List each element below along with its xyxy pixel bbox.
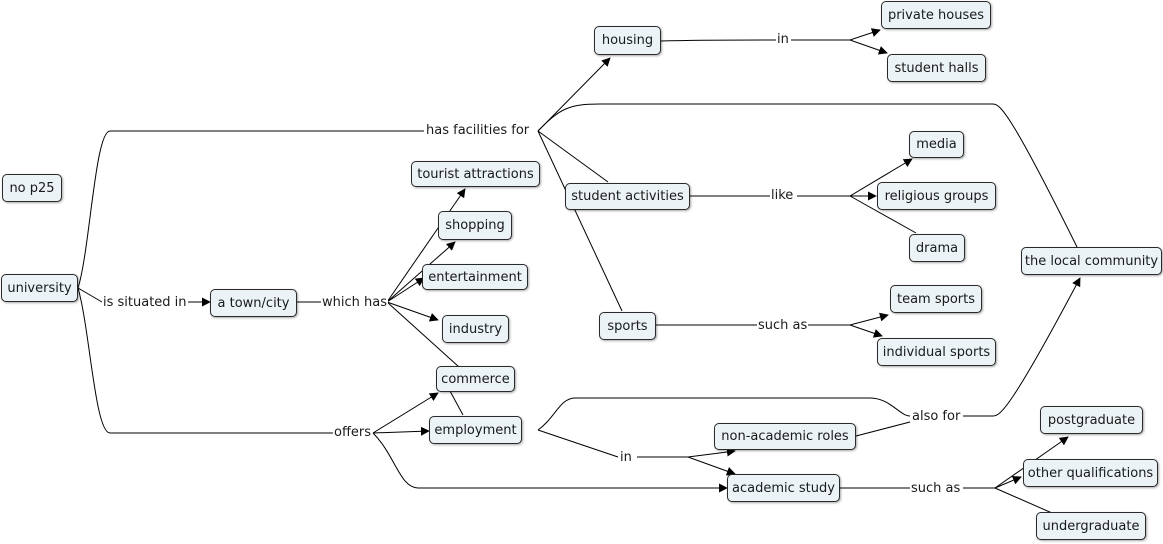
- link-like-drama: [849, 195, 917, 234]
- link-offers-commerce: [372, 392, 439, 434]
- concept-academic-study[interactable]: academic study: [727, 474, 840, 502]
- link-offers-employment: [372, 426, 430, 436]
- concept-private-houses[interactable]: private houses: [881, 1, 991, 29]
- concept-shopping[interactable]: shopping: [438, 211, 512, 240]
- link-in-private: [791, 28, 881, 41]
- concept-the-local-community[interactable]: the local community: [1021, 247, 1162, 275]
- link-suchas-team: [807, 312, 889, 326]
- concept-industry[interactable]: industry: [442, 315, 509, 343]
- link-facilities-housing: [537, 57, 611, 132]
- link-facilities-community: [537, 103, 1078, 248]
- link-phrase-has-facilities-for: has facilities for: [425, 123, 531, 138]
- link-phrase-like: like: [770, 188, 795, 203]
- concept-media[interactable]: media: [909, 131, 964, 158]
- link-phrase-which-has: which has: [321, 295, 388, 310]
- concept-postgraduate[interactable]: postgraduate: [1040, 406, 1143, 434]
- link-housing-in: [660, 39, 778, 42]
- concept-student-halls[interactable]: student halls: [887, 54, 986, 82]
- concept-religious-groups[interactable]: religious groups: [877, 182, 996, 210]
- concept-university[interactable]: university: [1, 274, 78, 302]
- link-in-halls: [849, 39, 888, 55]
- concept-other-qualifications[interactable]: other qualifications: [1023, 459, 1158, 487]
- concept-commerce[interactable]: commerce: [436, 366, 515, 392]
- link-whichhas-industry: [386, 301, 439, 322]
- link-phrase-such-as-study: such as: [910, 481, 962, 496]
- link-offers-academic: [372, 432, 728, 493]
- link-in-nonacademic: [637, 447, 736, 458]
- concept-employment[interactable]: employment: [429, 416, 522, 444]
- link-phrase-such-as-sports: such as: [757, 318, 809, 333]
- link-employment-in: [537, 429, 619, 458]
- concept-individual-sports[interactable]: individual sports: [877, 338, 996, 366]
- link-university-facilities: [77, 130, 424, 289]
- link-nonacademic-alsofor: [855, 421, 911, 437]
- link-suchas-other: [994, 476, 1022, 489]
- link-phrase-is-situated-in: is situated in: [102, 295, 188, 310]
- link-phrase-also-for: also for: [911, 409, 962, 424]
- concept-housing[interactable]: housing: [594, 26, 661, 55]
- link-phrase-in-housing: in: [776, 32, 790, 47]
- link-university-situated: [77, 287, 103, 303]
- link-phrase-offers: offers: [333, 425, 373, 440]
- concept-entertainment[interactable]: entertainment: [422, 264, 528, 290]
- concept-undergraduate[interactable]: undergraduate: [1036, 512, 1146, 540]
- link-suchas-undergrad: [994, 487, 1053, 514]
- concept-non-academic-roles[interactable]: non-academic roles: [714, 423, 856, 450]
- concept-team-sports[interactable]: team sports: [890, 285, 982, 313]
- concept-drama[interactable]: drama: [909, 234, 965, 262]
- link-facilities-sports: [537, 130, 623, 312]
- concept-sports[interactable]: sports: [599, 312, 656, 340]
- concept-town-city[interactable]: a town/city: [210, 289, 297, 317]
- link-whichhas-shopping: [386, 241, 456, 303]
- link-phrase-in-employment: in: [619, 450, 633, 465]
- link-employment-alsofor: [537, 397, 911, 431]
- link-whichhas-tourist: [386, 188, 466, 303]
- link-in-academic: [687, 456, 736, 476]
- link-whichhas-commerce: [386, 301, 460, 368]
- link-alsofor-community: [963, 277, 1081, 417]
- link-employment-commerce: [449, 390, 464, 416]
- link-whichhas-entertainment: [386, 277, 425, 303]
- link-facilities-activities: [537, 130, 609, 183]
- link-university-offers: [77, 287, 333, 434]
- concept-student-activities[interactable]: student activities: [565, 183, 690, 210]
- concept-tourist-attractions[interactable]: tourist attractions: [411, 161, 540, 187]
- concept-no-p25[interactable]: no p25: [2, 174, 62, 202]
- link-suchas-individual: [849, 324, 883, 338]
